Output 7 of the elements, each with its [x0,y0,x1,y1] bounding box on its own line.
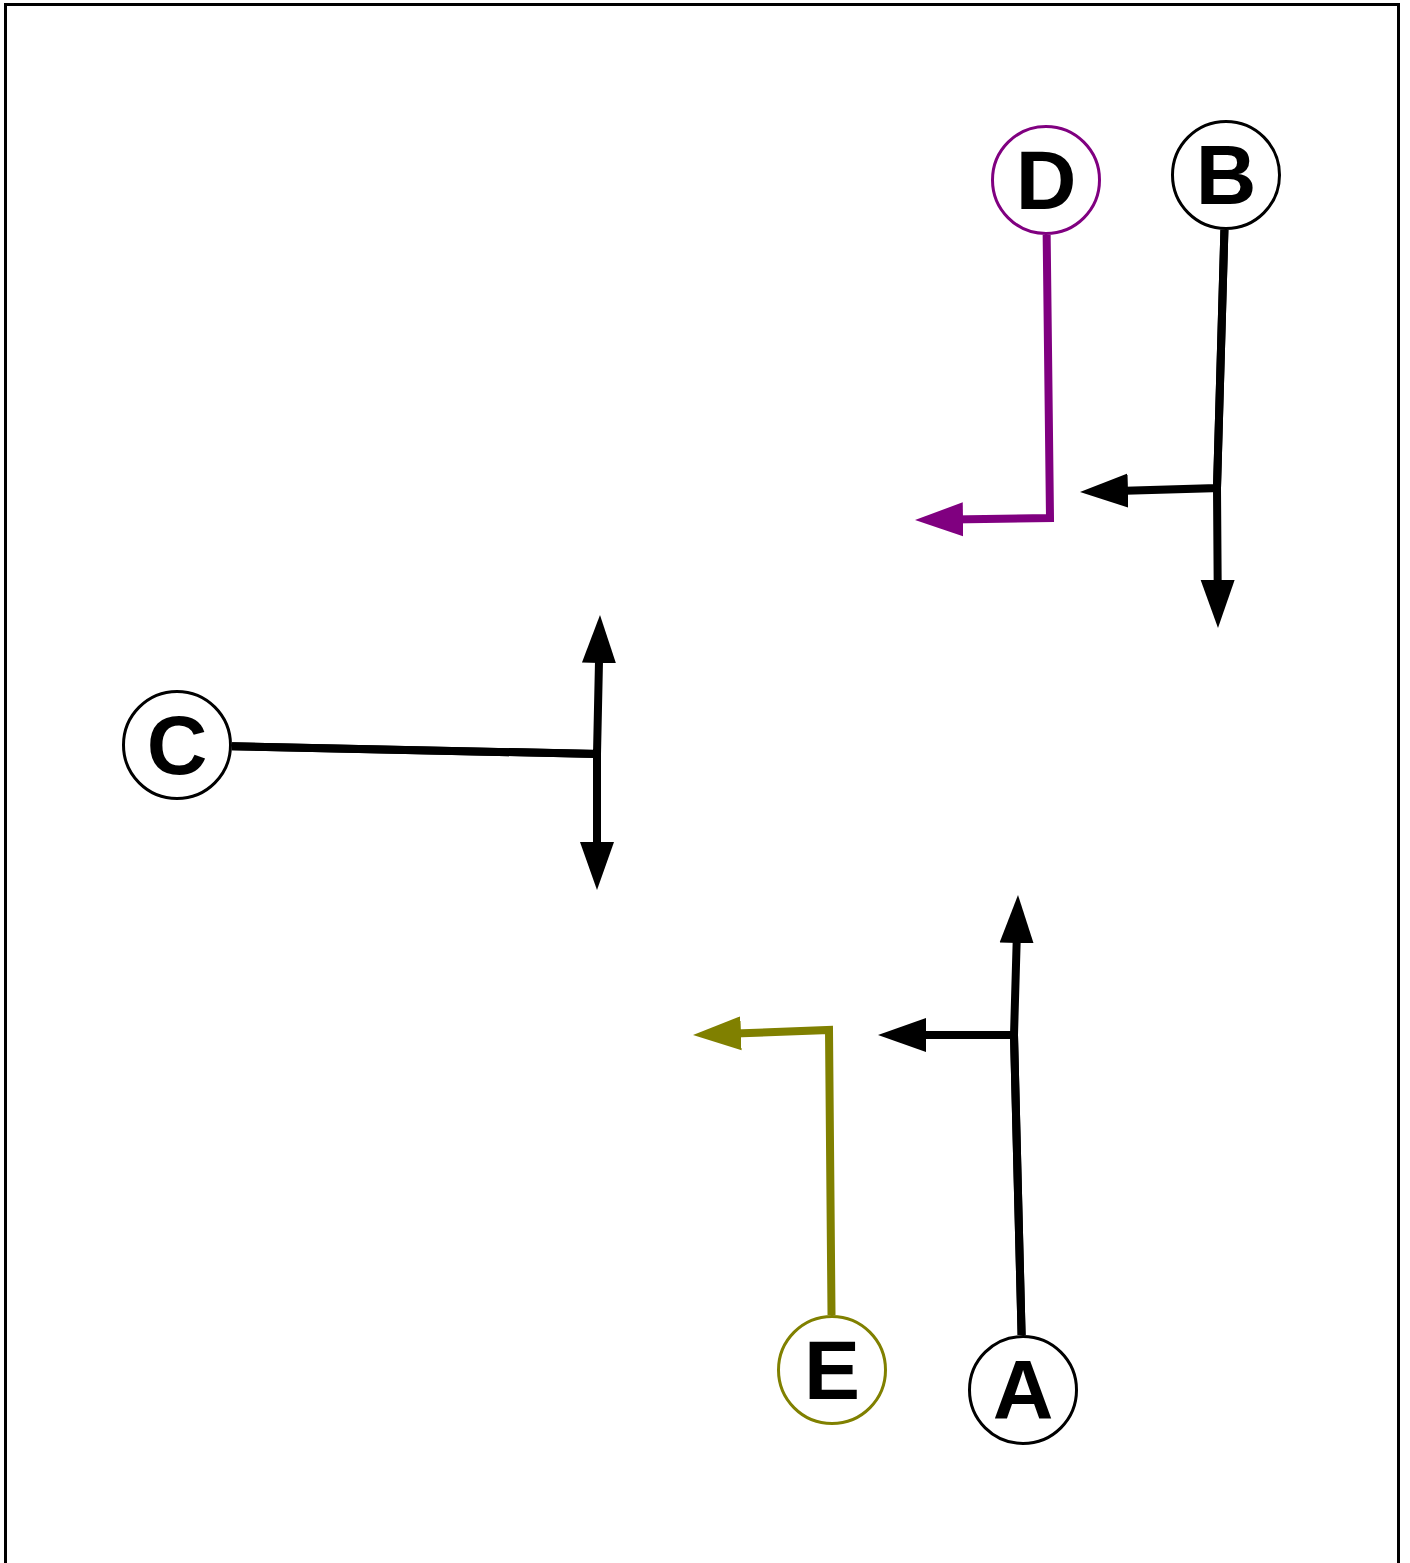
circle-node: A [968,1335,1078,1445]
circle-node: E [777,1315,887,1425]
arrow [693,1016,836,1316]
circle-node: C [122,690,232,800]
circle-node: D [991,125,1101,235]
arrow [915,234,1055,537]
circle-node: B [1171,120,1281,230]
